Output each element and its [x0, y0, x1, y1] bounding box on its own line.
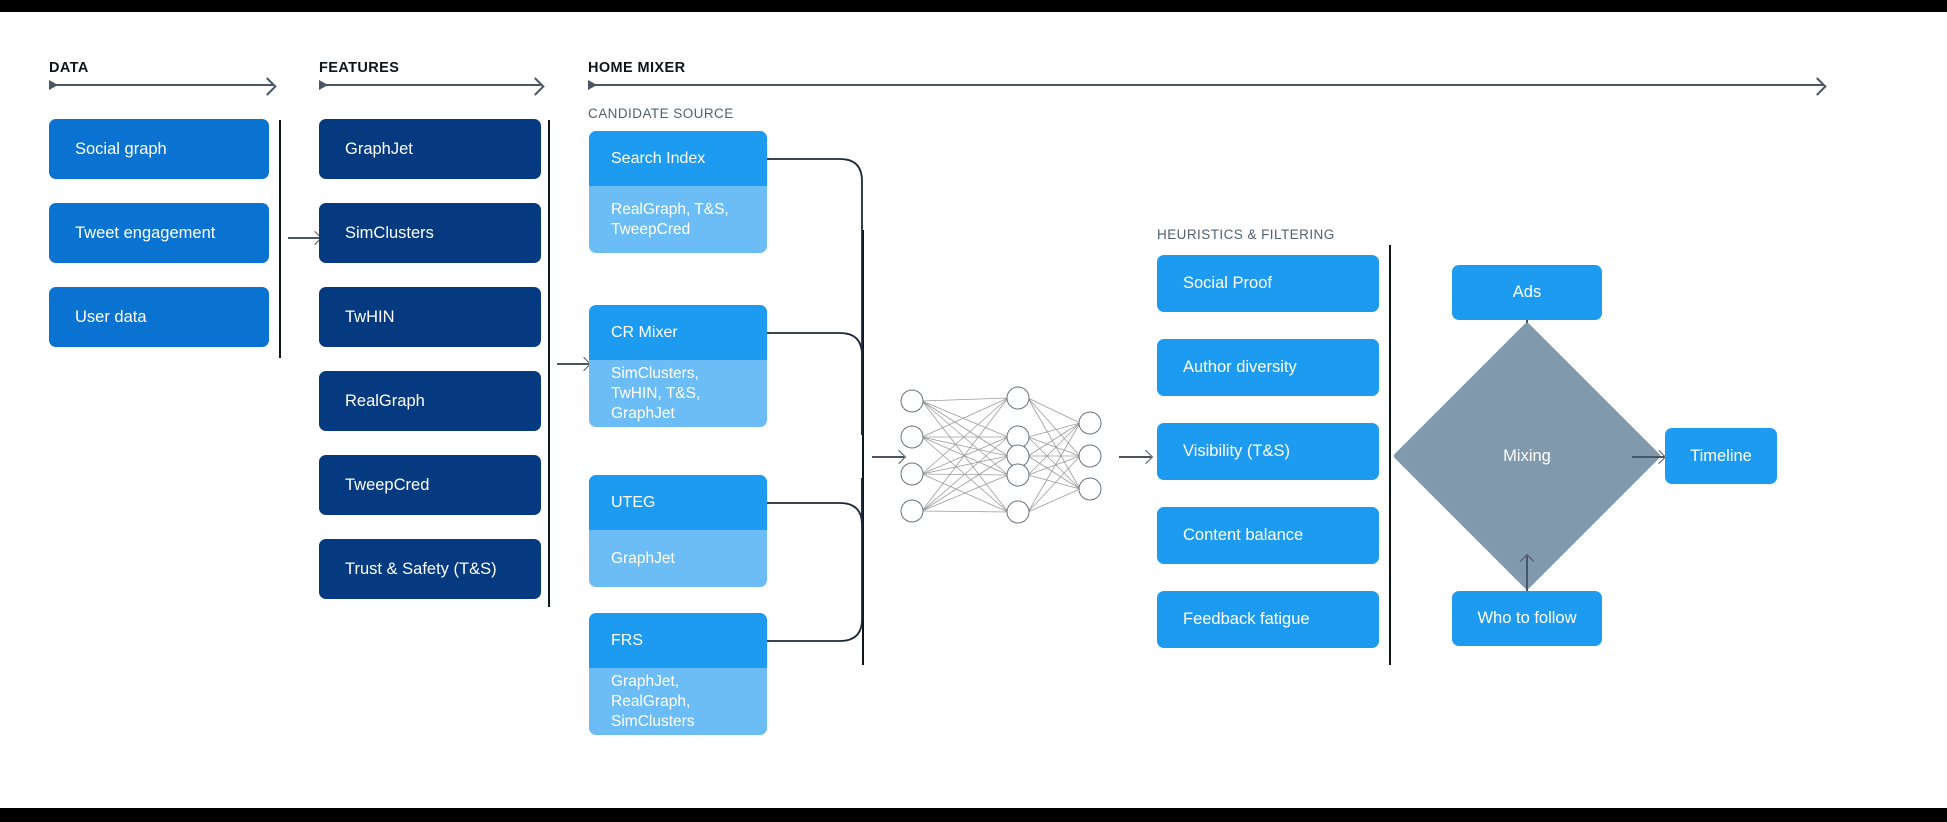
section-rule-data — [49, 80, 273, 90]
data-box-user-data[interactable]: User data — [49, 287, 269, 347]
candidate-source-features: RealGraph, T&S, TweepCred — [589, 186, 767, 253]
top-letterbox-bar — [0, 0, 1947, 12]
output-box-timeline[interactable]: Timeline — [1665, 428, 1777, 484]
candidate-source-cr-mixer[interactable]: CR Mixer SimClusters, TwHIN, T&S, GraphJ… — [589, 305, 767, 427]
feature-box-tweepcred[interactable]: TweepCred — [319, 455, 541, 515]
nn-output-nodes — [1078, 411, 1102, 501]
section-rule-home-mixer — [588, 80, 1823, 90]
candidate-source-frs[interactable]: FRS GraphJet, RealGraph, SimClusters — [589, 613, 767, 735]
feature-box-simclusters[interactable]: SimClusters — [319, 203, 541, 263]
heuristic-box-visibility[interactable]: Visibility (T&S) — [1157, 423, 1379, 480]
section-title-home-mixer: HOME MIXER — [588, 60, 686, 76]
heuristic-box-author-diversity[interactable]: Author diversity — [1157, 339, 1379, 396]
divider-heuristics-mixing — [1389, 245, 1391, 665]
feature-box-graphjet[interactable]: GraphJet — [319, 119, 541, 179]
arrow-features-to-candidate-source — [557, 363, 589, 365]
mixing-input-box-who-to-follow[interactable]: Who to follow — [1452, 591, 1602, 646]
heuristic-box-social-proof[interactable]: Social Proof — [1157, 255, 1379, 312]
mixing-label: Mixing — [1503, 447, 1551, 465]
nn-hidden-nodes — [1006, 386, 1030, 524]
section-rule-features — [319, 80, 541, 90]
candidate-source-features: GraphJet, RealGraph, SimClusters — [589, 668, 767, 735]
feature-box-trust-safety[interactable]: Trust & Safety (T&S) — [319, 539, 541, 599]
bottom-letterbox-bar — [0, 808, 1947, 822]
candidate-source-features: SimClusters, TwHIN, T&S, GraphJet — [589, 360, 767, 427]
divider-data-features — [279, 120, 281, 358]
arrow-who-to-follow-to-mixing — [1526, 556, 1528, 594]
section-title-features: FEATURES — [319, 60, 400, 76]
divider-features-homemixer — [548, 120, 550, 607]
candidate-source-name: FRS — [589, 613, 767, 668]
candidate-source-features: GraphJet — [589, 530, 767, 587]
heuristic-box-feedback-fatigue[interactable]: Feedback fatigue — [1157, 591, 1379, 648]
candidate-source-name: CR Mixer — [589, 305, 767, 360]
feature-box-realgraph[interactable]: RealGraph — [319, 371, 541, 431]
candidate-source-uteg[interactable]: UTEG GraphJet — [589, 475, 767, 587]
feature-box-twhin[interactable]: TwHIN — [319, 287, 541, 347]
arrow-data-to-features — [288, 237, 320, 239]
arrow-candidate-source-to-heavy-ranker — [872, 456, 904, 458]
heavy-ranker-network — [900, 386, 1102, 524]
section-title-data: DATA — [49, 60, 89, 76]
candidate-source-name: UTEG — [589, 475, 767, 530]
subsection-title-heuristics: HEURISTICS & FILTERING — [1157, 227, 1335, 242]
candidate-source-name: Search Index — [589, 131, 767, 186]
data-box-tweet-engagement[interactable]: Tweet engagement — [49, 203, 269, 263]
mixing-input-box-ads[interactable]: Ads — [1452, 265, 1602, 320]
nn-edges — [921, 397, 1081, 513]
subsection-title-candidate-source: CANDIDATE SOURCE — [588, 106, 734, 121]
candidate-source-search-index[interactable]: Search Index RealGraph, T&S, TweepCred — [589, 131, 767, 253]
candidate-source-collector-curves — [767, 158, 863, 642]
data-box-social-graph[interactable]: Social graph — [49, 119, 269, 179]
arrow-heavy-ranker-to-heuristics — [1119, 456, 1151, 458]
arrow-mixing-to-timeline — [1632, 456, 1664, 458]
divider-candidate-heavyranker — [862, 230, 864, 665]
heuristic-box-content-balance[interactable]: Content balance — [1157, 507, 1379, 564]
